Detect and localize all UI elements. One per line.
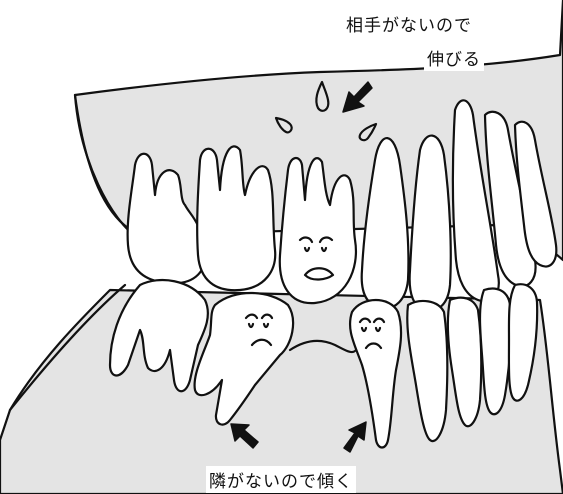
caption-lower: 隣がないので傾く	[206, 466, 356, 493]
upper-molar-extruded	[278, 156, 358, 305]
droplet-1	[315, 80, 330, 112]
upper-premolar	[360, 137, 410, 310]
missing-tooth-gap	[288, 339, 358, 354]
lower-tilted-premolar	[348, 299, 403, 449]
upper-incisor-2	[483, 110, 537, 288]
upper-incisor-3	[513, 120, 558, 268]
droplet-2	[274, 116, 293, 134]
arrow-up-right	[343, 421, 367, 453]
lower-molar	[108, 278, 209, 393]
caption-upper-line2: 伸びる	[424, 44, 484, 71]
droplet-3	[358, 122, 378, 142]
upper-molar-2	[196, 145, 277, 292]
lower-incisor-2	[507, 283, 539, 402]
sad-face-right	[358, 317, 386, 350]
lower-canine	[446, 296, 483, 428]
upper-canine	[408, 134, 452, 312]
arrow-down-upper	[342, 81, 373, 113]
arrow-up-left	[230, 423, 259, 449]
sad-face-left	[244, 313, 274, 347]
worried-face	[298, 236, 335, 281]
lower-premolar	[406, 299, 449, 443]
caption-upper-line1: 相手がないので	[343, 10, 475, 37]
lower-lip-outline	[8, 283, 127, 412]
